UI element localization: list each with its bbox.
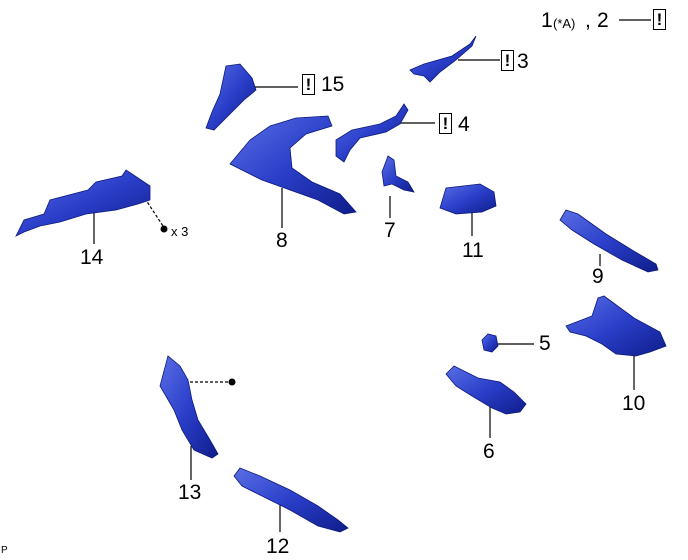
label-separator: , <box>585 9 591 32</box>
part-5-shape <box>481 333 499 353</box>
part-7-label: 7 <box>384 219 396 242</box>
fastener-count: x 3 <box>171 224 189 239</box>
part-2-label: 2 <box>597 9 609 32</box>
part-4-shape <box>335 103 409 163</box>
part-6-label: 6 <box>483 440 495 463</box>
part-8-label: 8 <box>276 229 288 252</box>
part-13-label: 13 <box>178 481 202 504</box>
part-11-shape <box>439 183 497 215</box>
part-7-shape <box>381 155 415 193</box>
part-1-note: (*A) <box>553 16 576 31</box>
warning-icon: ! <box>302 74 315 95</box>
part-5-label: 5 <box>539 332 551 355</box>
part-6-shape <box>445 365 527 415</box>
part-10-shape <box>565 295 667 357</box>
warning-icon: ! <box>501 50 514 71</box>
part-1-label: 1 <box>541 9 553 32</box>
part-15-label: 15 <box>321 73 345 96</box>
part-14-label: 14 <box>80 246 104 269</box>
clip-icon <box>228 378 236 386</box>
part-13-shape <box>159 355 219 459</box>
part-12-label: 12 <box>266 535 290 558</box>
part-3-label: 3 <box>517 50 529 73</box>
clip-icon <box>160 225 168 233</box>
leader-lines <box>93 19 651 532</box>
part-9-shape <box>559 209 659 273</box>
part-10-label: 10 <box>622 392 646 415</box>
part-15-shape <box>205 63 257 131</box>
part-3-shape <box>409 35 477 83</box>
warning-icon: ! <box>653 9 666 30</box>
part-11-label: 11 <box>462 239 484 262</box>
warning-icon: ! <box>439 113 452 134</box>
part-4-label: 4 <box>458 113 470 136</box>
corner-code: P <box>1 545 8 556</box>
part-9-label: 9 <box>592 265 604 288</box>
part-14-shape <box>15 169 151 237</box>
part-12-shape <box>233 467 349 533</box>
part-8-shape <box>229 115 357 215</box>
